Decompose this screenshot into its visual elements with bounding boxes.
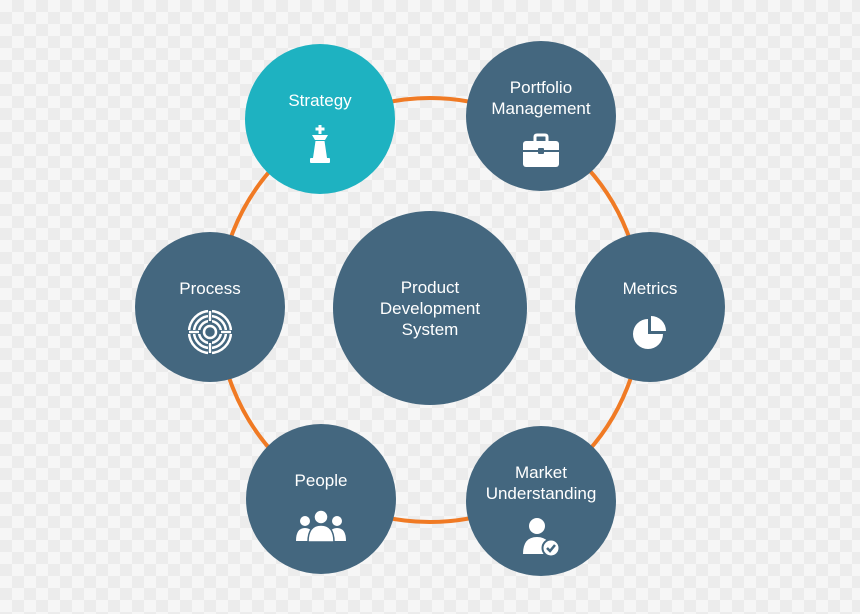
user-check-icon: [518, 514, 564, 560]
node-portfolio-label: Portfolio Management: [491, 78, 591, 118]
node-market: Market Understanding: [466, 426, 616, 576]
center-label: Product Development System: [379, 277, 481, 339]
node-portfolio: Portfolio Management: [466, 41, 616, 191]
node-strategy-label: Strategy: [288, 91, 352, 110]
center-node: Product Development System: [333, 211, 527, 405]
maze-icon: [187, 309, 233, 355]
pie-chart-icon: [627, 309, 673, 355]
node-metrics: Metrics: [575, 232, 725, 382]
users-group-icon: [296, 501, 346, 547]
briefcase-icon: [518, 129, 564, 175]
node-market-label: Market Understanding: [485, 463, 597, 503]
chess-king-icon: [297, 121, 343, 167]
node-metrics-label: Metrics: [622, 279, 678, 298]
node-process: Process: [135, 232, 285, 382]
node-people: People: [246, 424, 396, 574]
node-process-label: Process: [179, 279, 241, 298]
node-strategy: Strategy: [245, 44, 395, 194]
node-people-label: People: [294, 471, 348, 490]
